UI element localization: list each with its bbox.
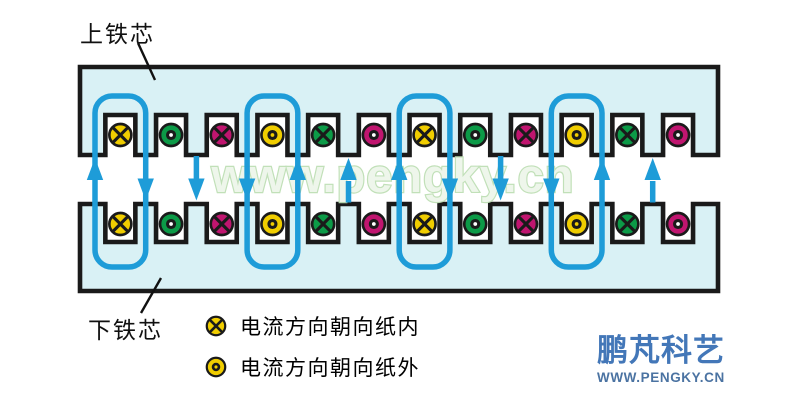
flux-arrow-up [391,158,408,180]
conductor-symbol-yellow-in [205,315,227,337]
flux-arrow-up [86,158,104,180]
flux-arrow-down [441,178,459,201]
conductor-symbol-magenta-in [513,211,539,237]
current-into-page-icon [205,315,227,337]
current-out-of-page-icon [205,356,227,378]
flux-arrow-up [289,158,306,180]
top-core-label: 上铁芯 [80,21,155,47]
legend-text-out-of-page: 电流方向朝向纸外 [240,357,420,380]
conductor-symbol-magenta-out [665,122,691,148]
bottom-core-leader-line [139,277,163,314]
flux-arrow-down [238,178,256,201]
logo-url: WWW.PENGKY.CN [597,369,725,385]
conductor-symbol-green-out [462,122,488,148]
flux-layer [86,93,661,270]
flux-arrow-up [644,158,661,203]
legend-item-into-page: 电流方向朝向纸内 [204,313,420,339]
flux-arrow-up [593,158,611,180]
conductor-symbol-magenta-out [361,122,387,148]
conductor-symbol-magenta-in [513,122,539,148]
flux-arrow-down [137,178,154,201]
flux-arrow-down [188,156,205,201]
conductor-symbol-magenta-out [361,211,387,237]
conductor-symbol-yellow-out [564,122,589,148]
conductor-symbol-green-in [615,122,640,148]
conductor-symbol-yellow-out [260,122,285,148]
cores-layer [77,64,721,294]
conductor-symbol-yellow-in [108,211,133,237]
conductor-symbol-magenta-in [209,122,235,148]
flux-arrow-up [340,158,357,203]
conductor-symbol-green-in [310,211,336,237]
conductor-symbol-yellow-out [260,211,285,237]
conductor-symbol-yellow-in [108,122,133,148]
conductor-symbol-yellow-in [412,211,437,237]
conductor-symbol-yellow-in [412,122,437,148]
conductor-symbol-green-out [158,122,184,148]
conductor-symbol-green-in [310,122,336,148]
conductor-symbol-magenta-in [209,211,235,237]
conductor-symbol-green-out [158,211,184,237]
legend-item-out-of-page: 电流方向朝向纸外 [204,354,420,380]
flux-arrow-down [492,156,509,201]
flux-arrow-down [543,178,560,201]
top-core-leader-line [136,42,157,81]
watermark-text: www.pengky.cn [211,149,575,202]
conductor-symbol-yellow-out [564,211,589,237]
conductor-symbol-yellow-out [205,356,227,378]
conductor-symbol-magenta-out [665,211,691,237]
site-logo: 鹏芃科艺 WWW.PENGKY.CN [597,333,725,385]
bottom-core-label: 下铁芯 [88,317,163,343]
legend-text-into-page: 电流方向朝向纸内 [240,316,420,339]
conductor-symbol-green-in [615,211,640,237]
logo-title: 鹏芃科艺 [597,333,725,368]
conductor-symbol-green-out [462,211,488,237]
